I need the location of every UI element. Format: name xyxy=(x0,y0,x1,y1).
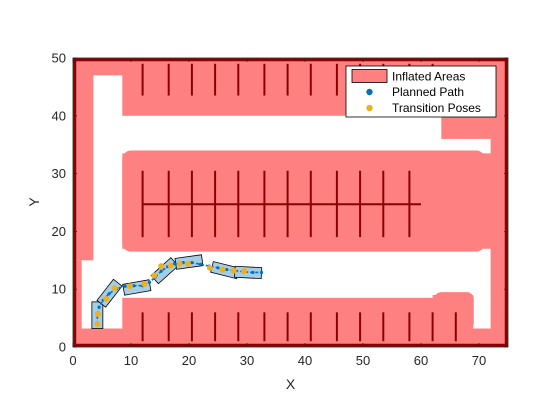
y-tick-label: 50 xyxy=(52,51,66,66)
inflated-area xyxy=(490,58,508,347)
transition-pose-point xyxy=(167,262,174,269)
x-axis-ticks: 0 10 20 30 40 50 60 70 xyxy=(69,58,486,368)
inflated-area xyxy=(122,150,485,252)
planned-path-point xyxy=(251,270,255,275)
x-tick-label: 0 xyxy=(69,353,76,368)
planned-path-point xyxy=(147,280,152,284)
transition-pose-point xyxy=(158,263,165,270)
planned-path-point xyxy=(123,284,127,288)
y-tick-label: 20 xyxy=(52,224,66,239)
transition-pose-point xyxy=(111,285,118,292)
x-tick-label: 70 xyxy=(472,353,486,368)
planned-path-point xyxy=(107,292,111,296)
planned-path-point xyxy=(216,266,220,270)
y-tick-label: 0 xyxy=(59,340,66,355)
transition-pose-point xyxy=(151,272,158,279)
inflated-area xyxy=(434,292,474,330)
y-axis-ticks: 0 10 20 30 40 50 xyxy=(52,51,508,355)
transition-pose-point xyxy=(94,320,101,327)
inflated-area xyxy=(73,58,94,261)
planned-path-point xyxy=(132,284,136,288)
planned-path-point xyxy=(259,270,264,275)
x-tick-label: 30 xyxy=(240,353,254,368)
planned-path-point xyxy=(159,269,163,273)
planned-path-point xyxy=(172,262,177,266)
planned-path-point xyxy=(97,305,101,309)
transition-poses-layer xyxy=(94,260,248,327)
planned-path-point xyxy=(225,267,229,272)
occupancy-map xyxy=(73,58,508,347)
y-tick-label: 30 xyxy=(52,166,66,181)
y-tick-label: 40 xyxy=(52,108,66,123)
legend-inflated-swatch xyxy=(351,69,388,83)
legend: Inflated Areas Planned Path Transition P… xyxy=(345,65,497,118)
x-tick-label: 50 xyxy=(356,353,370,368)
x-tick-label: 20 xyxy=(182,353,196,368)
x-tick-label: 10 xyxy=(124,353,138,368)
legend-planned-path-label: Planned Path xyxy=(392,85,464,99)
x-tick-label: 60 xyxy=(414,353,428,368)
transition-pose-point xyxy=(184,260,191,267)
x-tick-label: 40 xyxy=(298,353,312,368)
legend-transition-label: Transition Poses xyxy=(392,101,481,115)
transition-pose-point xyxy=(126,283,133,290)
transition-pose-point xyxy=(230,267,237,274)
inflated-area xyxy=(73,260,82,347)
planned-path-point xyxy=(190,261,194,265)
legend-inflated-label: Inflated Areas xyxy=(392,70,465,84)
transition-pose-point xyxy=(206,264,213,271)
x-axis-label: X xyxy=(286,376,296,392)
legend-planned-path-dot xyxy=(366,88,373,96)
y-axis-label: Y xyxy=(26,197,42,207)
transition-pose-point xyxy=(241,268,248,275)
axes xyxy=(72,57,509,348)
legend-transition-dot xyxy=(366,104,373,112)
y-tick-label: 10 xyxy=(52,282,66,297)
transition-pose-point xyxy=(141,280,148,287)
transition-pose-point xyxy=(219,266,226,273)
axes-box xyxy=(72,57,509,348)
transition-pose-point xyxy=(103,296,110,303)
transition-pose-point xyxy=(176,260,183,267)
planned-path-point xyxy=(199,262,203,266)
transition-pose-point xyxy=(94,311,101,318)
